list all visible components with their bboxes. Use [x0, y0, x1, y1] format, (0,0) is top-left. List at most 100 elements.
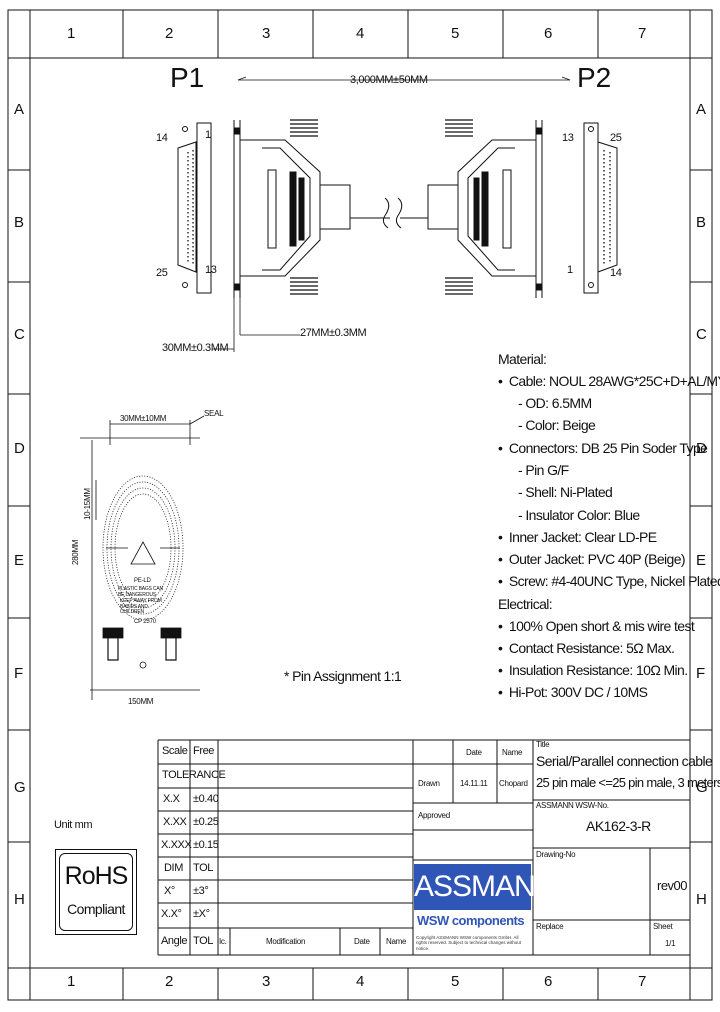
tol-row-7-key: Angle [161, 935, 188, 947]
tol-row-1-value: ±0.40 [193, 793, 219, 805]
spec-insulation: • Insulation Resistance: 10Ω Min. [498, 662, 688, 678]
row-label-c-right: C [696, 326, 707, 343]
revision: rev00 [657, 878, 688, 893]
row-label-h-right: H [696, 891, 707, 908]
col-label-3-bottom: 3 [262, 973, 271, 990]
tol-row-6-key: X.X° [161, 908, 182, 920]
p1-label: P1 [170, 62, 205, 93]
sheet-label: Sheet [653, 922, 673, 931]
rohs-badge-inner: RoHS Compliant [59, 853, 133, 931]
spec-screw: • Screw: #4-40UNC Type, Nickel Plated [498, 574, 720, 588]
spec-od: - OD: 6.5MM [518, 395, 592, 411]
col-label-1-bottom: 1 [67, 973, 76, 990]
tol-row-1-key: X.X [163, 793, 180, 805]
row-label-d-right: D [696, 440, 707, 457]
mod-date-header: Date [354, 937, 370, 946]
row-label-g-right: G [696, 779, 708, 796]
mod-modification-header: Modification [266, 937, 306, 946]
spec-shell: - Shell: Ni-Plated [518, 484, 613, 500]
coil-v-dim-1: 10-15MM [83, 488, 92, 520]
col-label-7-bottom: 7 [638, 973, 647, 990]
sheet-number: 1/1 [665, 939, 676, 948]
col-label-2-bottom: 2 [165, 973, 174, 990]
coil-warning-2: PLASTIC BAGS CAN BE DANGEROUS [118, 586, 163, 598]
col-label-6-bottom: 6 [544, 973, 553, 990]
spec-inner-jacket: • Inner Jacket: Clear LD-PE [498, 529, 657, 545]
spec-cable-color: - Color: Beige [518, 417, 596, 433]
wsw-number-label: ASSMANN WSW-No. [536, 801, 609, 810]
replace-label: Replace [536, 922, 564, 931]
spec-insulator: - Insulator Color: Blue [518, 507, 640, 523]
col-label-3: 3 [262, 25, 271, 42]
drawn-label: Drawn [418, 779, 440, 788]
coil-warning-1: PE-LD [134, 578, 151, 584]
approved-label: Approved [418, 811, 450, 820]
p2-connector-face [583, 122, 618, 294]
coil-warning-4: CP 2570 [134, 619, 156, 625]
coil-top-dimension: 30MM±10MM [120, 414, 167, 423]
dimension-27mm: 27MM±0.3MM [300, 327, 367, 339]
title-block-grid [157, 739, 690, 956]
tol-row-7-value: TOL [193, 935, 213, 947]
col-label-6: 6 [544, 25, 553, 42]
spec-outer-jacket-text: Outer Jacket: PVC 40P (Beige) [508, 551, 686, 567]
p1-pin-1: 1 [205, 129, 211, 141]
col-label-1: 1 [67, 25, 76, 42]
tol-row-3-value: ±0.15 [193, 839, 219, 851]
tol-row-6-value: ±X° [193, 908, 210, 920]
col-label-2: 2 [165, 25, 174, 42]
spec-hipot: • Hi-Pot: 300V DC / 10MS [498, 684, 648, 700]
tol-row-5-value: ±3° [193, 885, 209, 897]
coiled-cable-drawing [80, 415, 205, 700]
spec-pin: - Pin G/F [518, 462, 569, 478]
p1-connector-side [233, 119, 390, 298]
col-label-4: 4 [356, 25, 365, 42]
p2-pin-14: 14 [610, 267, 622, 279]
date-header: Date [466, 748, 482, 757]
cable-length-dimension: 3,000MM±50MM [350, 74, 428, 86]
row-label-g: G [14, 779, 26, 796]
wsw-number: AK162-3-R [586, 818, 651, 834]
drawing-number-label: Drawing-No [536, 850, 576, 859]
col-label-4-bottom: 4 [356, 973, 365, 990]
spec-insulation-text: Insulation Resistance: 10Ω Min. [508, 662, 688, 678]
col-label-5-bottom: 5 [451, 973, 460, 990]
spec-open-short: • 100% Open short & mis wire test [498, 618, 695, 634]
row-label-a: A [14, 101, 25, 118]
dimension-30mm: 30MM±0.3MM [162, 342, 229, 354]
spec-contact: • Contact Resistance: 5Ω Max. [498, 640, 675, 656]
copyright-notice: Copyright ASSMANN WSW components GmbH. A… [416, 935, 522, 951]
row-label-e: E [14, 552, 25, 569]
coil-warning-3: KEEP AWAY FROM BABIES AND CHILDREN [120, 598, 162, 615]
p2-pin-25: 25 [610, 132, 622, 144]
spec-screw-text: Screw: #4-40UNC Type, Nickel Plated [508, 573, 720, 589]
row-label-b-right: B [696, 214, 707, 231]
drawn-name: Chopard [499, 779, 528, 788]
spec-connectors-text: Connectors: DB 25 Pin Soder Type [508, 440, 708, 456]
p1-pin-13: 13 [205, 264, 217, 276]
spec-cable: • Cable: NOUL 28AWG*25C+D+AL/MY [498, 374, 720, 388]
assmann-logo: ASSMANN [414, 864, 556, 910]
p2-pin-1: 1 [567, 264, 573, 276]
row-label-f: F [14, 665, 24, 682]
spec-outer-jacket: • Outer Jacket: PVC 40P (Beige) [498, 551, 686, 567]
electrical-heading: Electrical: [498, 596, 553, 612]
tol-row-2-key: X.XX [163, 816, 187, 828]
scale-value: Free [193, 745, 215, 757]
rohs-badge: RoHS Compliant [55, 849, 137, 935]
spec-connectors: • Connectors: DB 25 Pin Soder Type [498, 440, 708, 456]
spec-hipot-text: Hi-Pot: 300V DC / 10MS [508, 684, 648, 700]
mod-name-header: Name [386, 937, 407, 946]
p2-pin-13: 13 [562, 132, 574, 144]
col-label-5: 5 [451, 25, 460, 42]
p2-connector-side [395, 119, 543, 298]
p2-label: P2 [577, 62, 612, 93]
tol-row-2-value: ±0.25 [193, 816, 219, 828]
unit-label: Unit mm [54, 819, 93, 831]
title-line-1: Serial/Parallel connection cable [536, 753, 713, 769]
tol-row-3-key: X.XXX [161, 839, 192, 851]
spec-cable-text: Cable: NOUL 28AWG*25C+D+AL/MY [508, 373, 720, 389]
row-label-a-right: A [696, 101, 707, 118]
row-label-d: D [14, 440, 25, 457]
pin-assignment-note: * Pin Assignment 1:1 [284, 668, 402, 684]
